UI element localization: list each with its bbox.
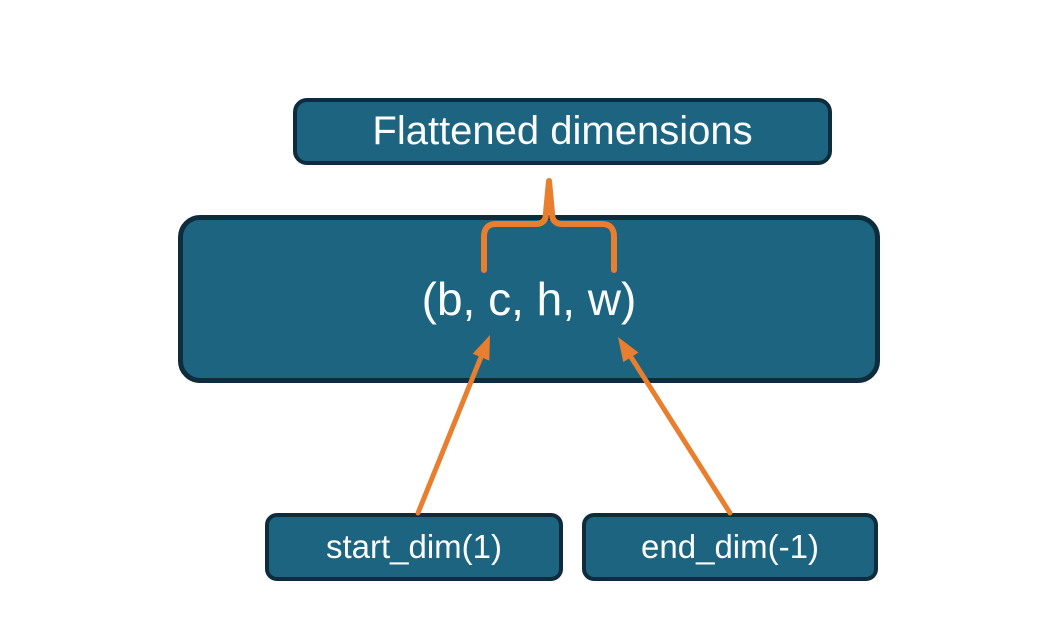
start-dim-box: start_dim(1) — [265, 513, 563, 581]
start-dim-label: start_dim(1) — [325, 528, 503, 565]
flattened-dimensions-label: Flattened dimensions — [372, 109, 753, 153]
flattened-dimensions-box: Flattened dimensions — [293, 98, 832, 165]
end-dim-box: end_dim(-1) — [582, 513, 878, 581]
end-dim-label: end_dim(-1) — [641, 528, 819, 565]
tensor-shape-box: (b, c, h, w) — [178, 215, 880, 383]
tensor-shape-label: (b, c, h, w) — [421, 273, 637, 325]
